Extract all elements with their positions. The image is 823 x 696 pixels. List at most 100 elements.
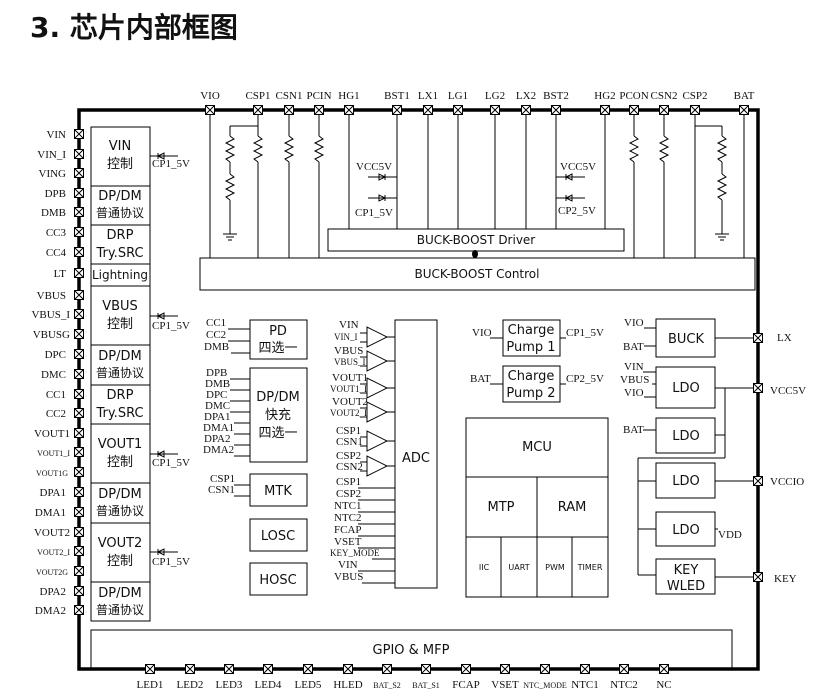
pin-marker-cross xyxy=(551,105,561,115)
left-pin-label: VIN_I xyxy=(37,149,66,161)
top-pin-label: BST2 xyxy=(543,90,569,102)
adc-input-label: CSP2 xyxy=(336,488,361,500)
top-pin-label: BST1 xyxy=(384,90,410,102)
pin-marker-cross xyxy=(753,572,763,582)
pin-marker-cross xyxy=(74,349,84,359)
left-pin-label: DMA2 xyxy=(35,605,66,617)
pin-marker-cross xyxy=(314,105,324,115)
buck-label: BUCK xyxy=(668,332,705,347)
pin-marker-cross xyxy=(74,605,84,615)
pin-marker-cross xyxy=(461,664,471,674)
hosc-label: HOSC xyxy=(259,573,296,588)
fast-charge-inputs: DPB DMB DPC DMC DPA1 DMA1 DPA2 DMA2 xyxy=(203,367,234,456)
fast-input-label: DPC xyxy=(206,389,227,401)
right-pin-label: VCCIO xyxy=(770,476,804,488)
pin-marker-cross xyxy=(224,664,234,674)
pd-label: PD xyxy=(269,324,287,339)
left-pin-label: VIN xyxy=(46,129,66,141)
pin-marker-cross xyxy=(74,188,84,198)
vout1-control-label: VOUT1 xyxy=(98,437,143,452)
top-pin-label: CSP2 xyxy=(682,90,707,102)
left-pin-label: CC4 xyxy=(46,247,67,259)
bottom-pin-label: LED2 xyxy=(177,679,204,691)
adc-direct-labels: CSP1 CSP2 NTC1 NTC2 FCAP VSET KEY_MODE V… xyxy=(330,476,380,583)
pin-marker-cross xyxy=(74,566,84,576)
dpdm-normal-label: DP/DM xyxy=(98,586,141,601)
losc-label: LOSC xyxy=(261,529,295,544)
pin-marker-cross xyxy=(344,105,354,115)
pin-marker-cross xyxy=(253,105,263,115)
adc-input-label: VBUS xyxy=(334,345,363,357)
drp-label: DRP xyxy=(107,388,134,403)
adc-amplifiers xyxy=(360,326,395,477)
top-pin-label: PCIN xyxy=(306,90,331,102)
left-pin-label: CC3 xyxy=(46,227,67,239)
fast-input-label: DPB xyxy=(206,367,227,379)
fast-charge-label: DP/DM xyxy=(256,390,299,405)
dpdm-normal-label: 普通协议 xyxy=(96,205,144,220)
cp2-5v-label: CP2_5V xyxy=(558,205,596,217)
pin-marker-cross xyxy=(629,105,639,115)
fast-charge-block xyxy=(249,367,308,463)
drp-label: DRP xyxy=(107,228,134,243)
dpdm-normal-label: DP/DM xyxy=(98,189,141,204)
top-pin-label: CSP1 xyxy=(245,90,270,102)
iic-label: IIC xyxy=(479,563,490,572)
left-pin-labels: VIN VIN_I VING DPB DMB CC3 CC4 LT VBUS V… xyxy=(31,129,70,617)
pin-marker-cross xyxy=(74,309,84,319)
adc-input-label: KEY_MODE xyxy=(330,548,380,558)
buck-in-label: BAT xyxy=(623,341,644,353)
cp1-5v-label: CP1_5V xyxy=(355,207,393,219)
vbus-control-label: VBUS xyxy=(102,299,138,314)
bottom-pin-label: LED4 xyxy=(255,679,282,691)
pin-marker-cross xyxy=(74,290,84,300)
adc-input-label: NTC2 xyxy=(334,512,362,524)
adc-input-label: CSP1 xyxy=(336,425,361,437)
adc-input-label: VIN xyxy=(338,559,358,571)
pin-marker-cross xyxy=(453,105,463,115)
top-pin-label: LG1 xyxy=(448,90,468,102)
adc-input-label: VOUT2 xyxy=(332,396,368,408)
left-pin-label: VOUT2_I xyxy=(37,548,70,557)
adc-input-label: VIN_I xyxy=(334,332,358,342)
top-wiring xyxy=(209,114,745,258)
top-pin-label: CSN2 xyxy=(651,90,678,102)
vbus-control-label: 控制 xyxy=(107,317,133,332)
adc-input-label: NTC1 xyxy=(334,500,362,512)
top-pin-label: LX2 xyxy=(516,90,536,102)
vcc5v-label: VCC5V xyxy=(560,161,596,173)
pin-marker-cross xyxy=(263,664,273,674)
ldo-3-label: LDO xyxy=(672,474,700,489)
buck-boost-control-label: BUCK-BOOST Control xyxy=(415,267,540,281)
pump2-in-label: BAT xyxy=(470,373,491,385)
adc-input-label: VOUT2_I xyxy=(330,408,367,418)
mtp-label: MTP xyxy=(488,500,515,515)
fast-input-label: DMB xyxy=(205,378,230,390)
bottom-pin-label: BAT_S1 xyxy=(412,681,440,690)
bottom-pin-labels: LED1 LED2 LED3 LED4 LED5 HLED BAT_S2 BAT… xyxy=(137,679,672,691)
key-wled-label: KEY xyxy=(674,563,699,578)
pin-marker-cross xyxy=(490,105,500,115)
page-heading: 3. 芯片内部框图 xyxy=(30,11,238,44)
bottom-pin-label: VSET xyxy=(491,679,519,691)
vin-control-label: VIN xyxy=(109,139,131,154)
left-block-labels: VIN 控制 DP/DM 普通协议 DRP Try.SRC Lightning … xyxy=(92,139,148,617)
pin-marker-cross xyxy=(392,105,402,115)
right-pin-label: KEY xyxy=(774,573,797,585)
bottom-pin-label: LED3 xyxy=(216,679,243,691)
vout1-control-label: 控制 xyxy=(107,455,133,470)
key-wled-label: WLED xyxy=(667,579,705,594)
pin-marker-cross xyxy=(540,664,550,674)
ldo-1-label: LDO xyxy=(672,381,700,396)
top-pin-label: HG2 xyxy=(594,90,615,102)
left-pin-label: DMC xyxy=(41,369,66,381)
left-pin-label: VOUT2G xyxy=(36,568,68,577)
uart-label: UART xyxy=(508,563,529,572)
pin-marker-cross xyxy=(303,664,313,674)
pin-marker-cross xyxy=(619,664,629,674)
cp1-5v-label: CP1_5V xyxy=(152,556,190,568)
pin-marker-cross xyxy=(74,369,84,379)
pd-input-label: DMB xyxy=(204,341,229,353)
top-pin-label: VIO xyxy=(200,90,220,102)
bottom-pin-label: FCAP xyxy=(452,679,480,691)
